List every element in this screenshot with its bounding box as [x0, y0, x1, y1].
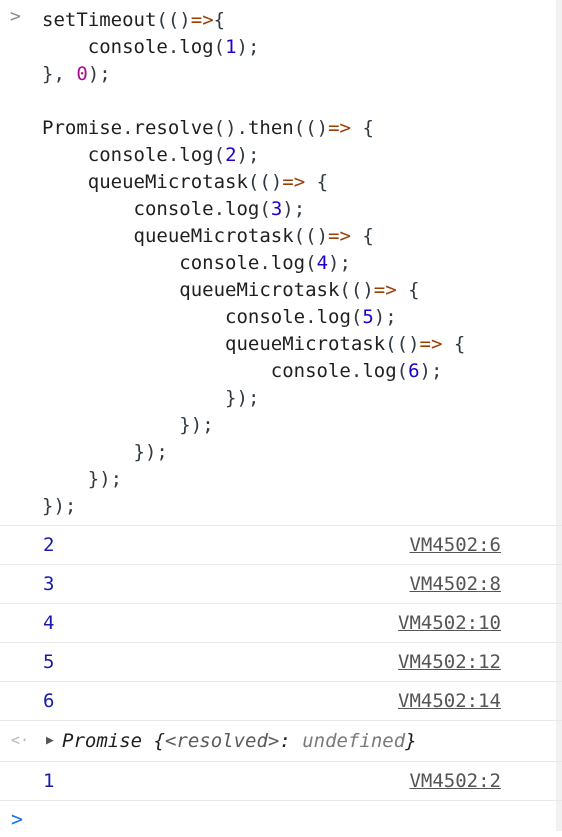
scrollbar[interactable]: [556, 0, 562, 831]
code-line: queueMicrotask(()=> {: [42, 171, 329, 193]
promise-suffix: }: [405, 730, 417, 752]
expand-triangle-icon[interactable]: ▶: [46, 733, 54, 748]
return-value-row[interactable]: <· ▶ Promise {<resolved>: undefined}: [0, 720, 562, 761]
code-line: queueMicrotask(()=> {: [42, 279, 420, 301]
source-link[interactable]: VM4502:6: [409, 534, 501, 556]
code-line: console.log(1);: [42, 36, 260, 58]
code-line: queueMicrotask(()=> {: [42, 225, 374, 247]
log-value: 1: [43, 770, 55, 792]
log-value: 3: [43, 573, 55, 595]
code-line: console.log(2);: [42, 144, 260, 166]
code-line: console.log(3);: [42, 198, 306, 220]
promise-key: <resolved>: [164, 730, 280, 752]
promise-sep: :: [279, 730, 303, 752]
code-line: });: [179, 414, 214, 436]
code-line: console.log(6);: [42, 360, 443, 382]
code-block[interactable]: setTimeout(()=>{ console.log(1); }, 0); Pr…: [42, 7, 465, 520]
promise-prefix: Promise {: [62, 730, 165, 752]
log-row: 4 VM4502:10: [0, 603, 562, 642]
return-arrow-icon: <·: [11, 731, 30, 749]
log-row: 2 VM4502:6: [0, 525, 562, 564]
code-line: Promise.resolve().then(()=> {: [42, 117, 374, 139]
console-input-entry: > setTimeout(()=>{ console.log(1); }, 0);…: [10, 6, 465, 520]
code-line: queueMicrotask(()=> {: [42, 333, 466, 355]
log-row: 5 VM4502:12: [0, 642, 562, 681]
code-line: console.log(5);: [42, 306, 397, 328]
code-line: [42, 88, 465, 115]
code-line: });: [133, 441, 168, 463]
source-link[interactable]: VM4502:2: [409, 770, 501, 792]
code-line: });: [42, 495, 77, 517]
prompt-caret-icon: >: [11, 807, 24, 831]
code-line: }, 0);: [42, 63, 111, 85]
log-value: 5: [43, 651, 55, 673]
log-list: 2 VM4502:6 3 VM4502:8 4 VM4502:10 5 VM4502:12 6 V…: [0, 525, 562, 720]
code-line: });: [87, 468, 123, 490]
log-row: 3 VM4502:8: [0, 564, 562, 603]
log-row: 6 VM4502:14: [0, 681, 562, 720]
log-value: 4: [43, 612, 55, 634]
source-link[interactable]: VM4502:14: [398, 690, 501, 712]
log-value: 2: [43, 534, 55, 556]
source-link[interactable]: VM4502:10: [398, 612, 501, 634]
code-line: console.log(4);: [42, 252, 351, 274]
source-link[interactable]: VM4502:8: [409, 573, 501, 595]
code-line: });: [225, 387, 260, 409]
code-line: setTimeout(()=>{: [42, 9, 226, 31]
promise-value: undefined: [302, 730, 406, 752]
log-row: 1 VM4502:2: [0, 761, 562, 800]
log-value: 6: [43, 690, 55, 712]
log-list-after: 1 VM4502:2: [0, 761, 562, 800]
input-chevron-icon: >: [10, 6, 21, 27]
console-prompt[interactable]: >: [0, 800, 562, 837]
promise-object-preview[interactable]: Promise {<resolved>: undefined}: [62, 721, 417, 761]
source-link[interactable]: VM4502:12: [398, 651, 501, 673]
